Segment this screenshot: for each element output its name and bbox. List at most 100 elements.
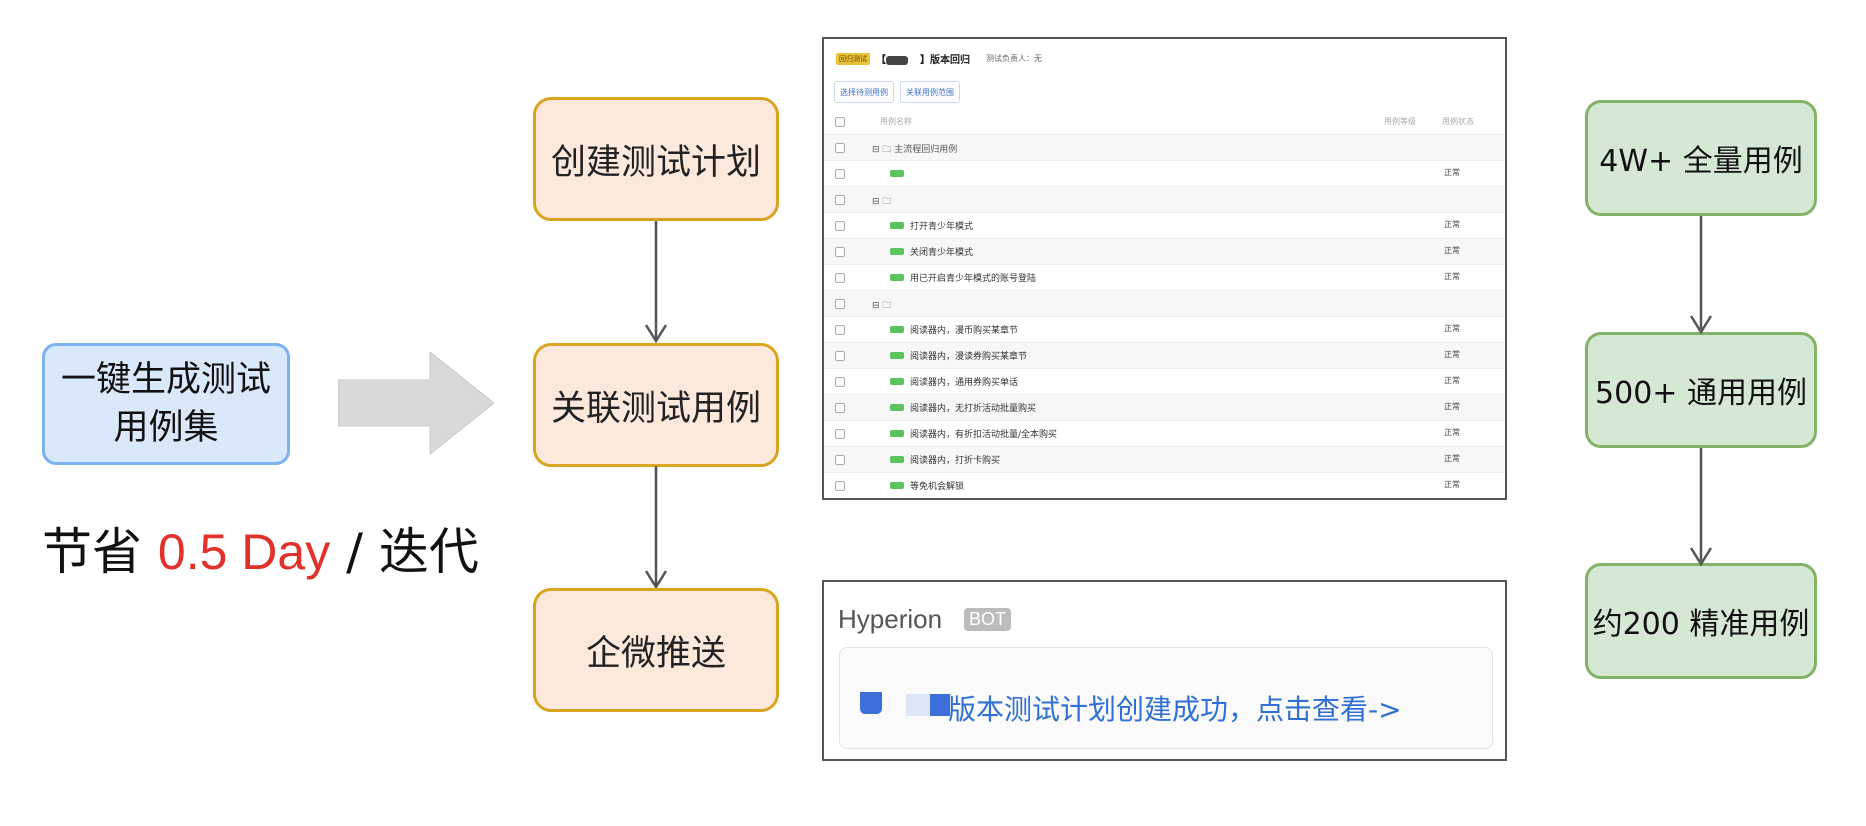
flow-step-label: 创建测试计划 bbox=[550, 142, 761, 183]
plan-title-prefix: 【 bbox=[876, 55, 886, 66]
case-level-tag bbox=[890, 482, 904, 489]
row-checkbox[interactable] bbox=[835, 247, 845, 257]
folder-name[interactable]: ⊟ 🗀 bbox=[872, 197, 892, 207]
case-status: 正常 bbox=[1444, 246, 1460, 255]
button-label: 关联用例范围 bbox=[906, 87, 954, 97]
case-status: 正常 bbox=[1444, 168, 1460, 177]
case-status: 正常 bbox=[1444, 402, 1460, 411]
case-status: 正常 bbox=[1444, 428, 1460, 437]
table-row[interactable]: 阅读器内，打折卡购买 正常 bbox=[824, 447, 1505, 473]
save-suffix: / 迭代 bbox=[330, 523, 479, 581]
col-name: 用例名称 bbox=[880, 117, 912, 126]
case-name: 等免机会解锁 bbox=[910, 482, 965, 492]
link-scope-button[interactable]: 关联用例范围 bbox=[900, 81, 960, 103]
select-all-checkbox[interactable] bbox=[835, 117, 845, 127]
table-row[interactable]: 打开青少年模式正常 bbox=[824, 213, 1505, 239]
row-checkbox[interactable] bbox=[835, 481, 845, 491]
redacted-block bbox=[930, 694, 950, 716]
table-row[interactable]: ⊟ 🗀 主流程回归用例 bbox=[824, 135, 1505, 161]
case-level-tag bbox=[890, 352, 904, 359]
folder-name[interactable]: ⊟ 🗀 主流程回归用例 bbox=[872, 145, 958, 155]
row-checkbox[interactable] bbox=[835, 273, 845, 283]
arrow-down-icon bbox=[1689, 547, 1713, 566]
col-level: 用例等级 bbox=[1384, 117, 1416, 126]
row-checkbox[interactable] bbox=[835, 195, 845, 205]
plan-tag: 回归测试 bbox=[836, 52, 870, 65]
table-row[interactable]: 阅读器内，通用券购买单话 正常 bbox=[824, 369, 1505, 395]
case-level-tag bbox=[890, 222, 904, 229]
case-level-tag bbox=[890, 274, 904, 281]
row-checkbox[interactable] bbox=[835, 403, 845, 413]
funnel-label: 4W+ 全量用例 bbox=[1599, 144, 1803, 179]
case-name: 阅读器内，漫读券购买某章节 bbox=[910, 352, 1028, 362]
row-checkbox[interactable] bbox=[835, 143, 845, 153]
case-status: 正常 bbox=[1444, 376, 1460, 385]
case-name: 阅读器内，无打折活动批量购买 bbox=[910, 404, 1037, 414]
case-name: 关闭青少年模式 bbox=[910, 248, 974, 258]
case-table: 用例名称 用例等级 用例状态 ⊟ 🗀 主流程回归用例正常⊟ 🗀打开青少年模式正常… bbox=[824, 109, 1505, 498]
doc-icon bbox=[860, 692, 882, 714]
row-checkbox[interactable] bbox=[835, 325, 845, 335]
funnel-all-cases: 4W+ 全量用例 bbox=[1585, 100, 1817, 216]
table-row[interactable]: 阅读器内，无打折活动批量购买 正常 bbox=[824, 395, 1505, 421]
message-link[interactable]: 版本测试计划创建成功，点击查看-> bbox=[948, 693, 1402, 726]
save-prefix: 节省 bbox=[42, 523, 158, 581]
generate-label: 一键生成测试用例集 bbox=[61, 360, 272, 448]
table-row[interactable]: 正常 bbox=[824, 161, 1505, 187]
button-label: 选择待测用例 bbox=[840, 87, 888, 97]
case-name: 用已开启青少年模式的账号登陆 bbox=[910, 274, 1037, 284]
funnel-connectors bbox=[1689, 216, 1713, 566]
table-row[interactable]: ⊟ 🗀 bbox=[824, 187, 1505, 213]
table-header: 用例名称 用例等级 用例状态 bbox=[824, 109, 1505, 135]
table-row[interactable]: 阅读器内，有折扣活动批量/全本购买 正常 bbox=[824, 421, 1505, 447]
row-checkbox[interactable] bbox=[835, 351, 845, 361]
case-level-tag bbox=[890, 404, 904, 411]
wecom-message-screenshot: Hyperion BOT 版本测试计划创建成功，点击查看-> bbox=[822, 580, 1507, 761]
case-level-tag bbox=[890, 170, 904, 177]
generate-testcase-button[interactable]: 一键生成测试用例集 bbox=[42, 343, 290, 465]
case-level-tag bbox=[890, 378, 904, 385]
funnel-common-cases: 500+ 通用用例 bbox=[1585, 332, 1817, 448]
row-checkbox[interactable] bbox=[835, 455, 845, 465]
arrow-down-icon bbox=[644, 570, 668, 588]
case-level-tag bbox=[890, 456, 904, 463]
funnel-precise-cases: 约200 精准用例 bbox=[1585, 563, 1817, 679]
row-checkbox[interactable] bbox=[835, 169, 845, 179]
case-status: 正常 bbox=[1444, 454, 1460, 463]
time-saved-text: 节省 0.5 Day / 迭代 bbox=[42, 512, 479, 584]
row-checkbox[interactable] bbox=[835, 429, 845, 439]
row-checkbox[interactable] bbox=[835, 299, 845, 309]
table-row[interactable]: 关闭青少年模式 正常 bbox=[824, 239, 1505, 265]
funnel-label: 500+ 通用用例 bbox=[1595, 376, 1807, 411]
case-name: 打开青少年模式 bbox=[910, 222, 974, 232]
flow-step-create-plan: 创建测试计划 bbox=[533, 97, 779, 221]
table-row[interactable]: 用已开启青少年模式的账号登陆 正常 bbox=[824, 265, 1505, 291]
table-row[interactable]: 等免机会解锁 正常 bbox=[824, 473, 1505, 498]
col-status: 用例状态 bbox=[1442, 117, 1474, 126]
plan-title: 】版本回归 bbox=[920, 55, 970, 66]
test-plan-screenshot: 回归测试 【】版本回归 测试负责人：无 选择待测用例 关联用例范围 用例名称 用… bbox=[822, 37, 1507, 500]
case-status: 正常 bbox=[1444, 480, 1460, 489]
table-row[interactable]: 阅读器内，漫币购买某章节正常 bbox=[824, 317, 1505, 343]
bot-badge: BOT bbox=[964, 608, 1012, 631]
row-checkbox[interactable] bbox=[835, 377, 845, 387]
case-name: 阅读器内，有折扣活动批量/全本购买 bbox=[910, 430, 1058, 440]
select-cases-button[interactable]: 选择待测用例 bbox=[834, 81, 894, 103]
case-level-tag bbox=[890, 248, 904, 255]
table-row[interactable]: ⊟ 🗀 bbox=[824, 291, 1505, 317]
row-checkbox[interactable] bbox=[835, 221, 845, 231]
flow-step-label: 关联测试用例 bbox=[550, 388, 761, 429]
plan-header: 回归测试 【】版本回归 测试负责人：无 bbox=[836, 51, 1042, 66]
right-arrow-icon bbox=[338, 352, 494, 454]
flow-step-label: 企微推送 bbox=[585, 633, 726, 674]
folder-name[interactable]: ⊟ 🗀 bbox=[872, 301, 892, 311]
case-status: 正常 bbox=[1444, 272, 1460, 281]
table-row[interactable]: 阅读器内，漫读券购买某章节 正常 bbox=[824, 343, 1505, 369]
case-status: 正常 bbox=[1444, 350, 1460, 359]
flow-step-wecom-push: 企微推送 bbox=[533, 588, 779, 712]
case-name: 阅读器内，通用券购买单话 bbox=[910, 378, 1019, 388]
message-card[interactable]: 版本测试计划创建成功，点击查看-> bbox=[839, 647, 1493, 749]
flow-step-link-cases: 关联测试用例 bbox=[533, 343, 779, 467]
case-name: 阅读器内，打折卡购买 bbox=[910, 456, 1001, 466]
case-name: 阅读器内，漫币购买某章节 bbox=[910, 326, 1019, 336]
